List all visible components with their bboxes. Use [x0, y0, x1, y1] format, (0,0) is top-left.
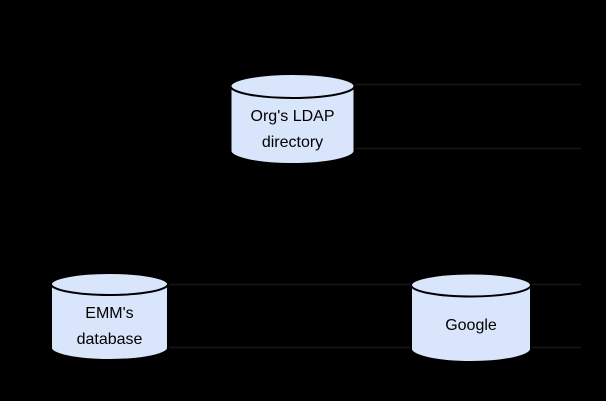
google-cylinder: Google: [410, 272, 532, 363]
ldap-directory-cylinder: Org's LDAP directory: [229, 73, 356, 165]
ldap-label-line2: directory: [262, 134, 323, 151]
cylinder-top-rim-arc: [410, 284, 532, 298]
emm-database-cylinder: EMM's database: [50, 272, 169, 361]
cylinder-silhouette: [50, 272, 169, 361]
cylinder-top-rim-arc: [229, 85, 356, 99]
emm-label-line1: EMM's: [85, 305, 133, 322]
ldap-label-line1: Org's LDAP: [251, 108, 335, 125]
cylinder-top-rim-arc: [50, 283, 169, 296]
google-label-line1: Google: [445, 317, 497, 334]
emm-label-line2: database: [77, 331, 143, 348]
